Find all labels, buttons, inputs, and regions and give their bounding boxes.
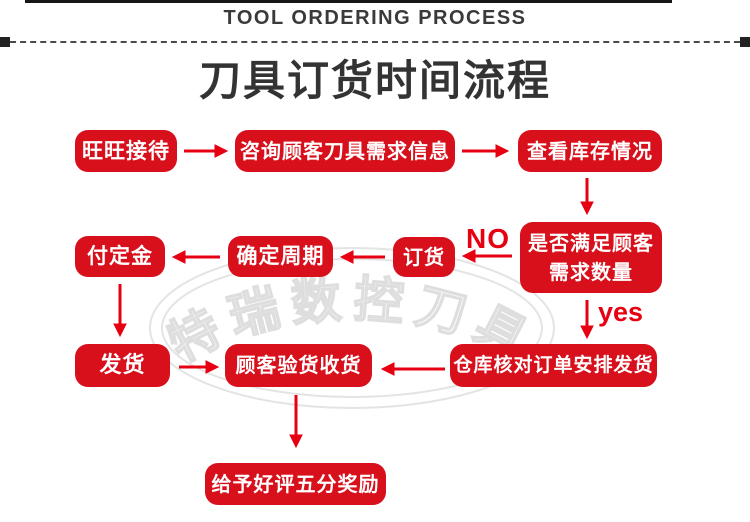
- flow-node-pay-deposit: 付定金: [75, 236, 165, 277]
- flow-node-wangwang-reception: 旺旺接待: [75, 130, 177, 172]
- dashed-divider: [0, 41, 750, 43]
- flow-node-satisfy-demand-decision: 是否满足顾客 需求数量: [520, 222, 662, 293]
- flow-node-confirm-cycle: 确定周期: [228, 236, 333, 277]
- english-title: TOOL ORDERING PROCESS: [223, 7, 527, 29]
- flow-node-customer-inspect-receive: 顾客验货收货: [225, 344, 372, 387]
- branch-label-no: NO: [466, 223, 510, 254]
- branch-label-yes: yes: [598, 297, 644, 327]
- top-accent-bar: [25, 0, 672, 3]
- flow-node-ship-goods: 发货: [75, 344, 170, 387]
- flow-node-warehouse-verify-ship: 仓库核对订单安排发货: [450, 344, 657, 387]
- chinese-title: 刀具订货时间流程: [198, 56, 551, 105]
- flow-node-check-inventory: 查看库存情况: [518, 130, 662, 172]
- divider-end-square-left: [0, 37, 10, 47]
- flow-node-place-order: 订货: [393, 237, 455, 277]
- divider-end-square-right: [740, 37, 750, 47]
- flow-node-consult-customer-needs: 咨询顾客刀具需求信息: [235, 130, 455, 172]
- flow-node-five-star-review-reward: 给予好评五分奖励: [205, 463, 386, 505]
